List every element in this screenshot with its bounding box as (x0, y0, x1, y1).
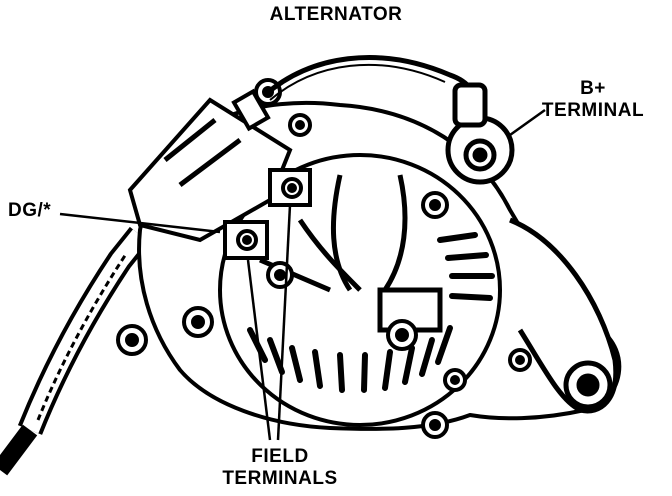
b-plus-label-line1: B+ (580, 78, 606, 99)
field-label-line1: FIELD (251, 446, 309, 467)
b-plus-label-line2: TERMINAL (541, 100, 645, 121)
dg-label: DG/* (8, 200, 52, 221)
field-leader-1 (246, 259, 272, 441)
field-leader-2 (276, 204, 292, 441)
field-label-line2: TERMINALS (222, 468, 338, 489)
field-terminals (223, 168, 312, 260)
rotor-spokes (259, 174, 443, 333)
field-terminals-label: FIELD TERMINALS (210, 446, 350, 490)
cooling-fins (247, 232, 495, 393)
diagram-title: ALTERNATOR (269, 4, 403, 25)
b-plus-leader (509, 108, 546, 137)
mounting-ear (509, 217, 619, 414)
wiring-harness (0, 226, 151, 476)
b-plus-terminal (263, 55, 515, 185)
leader-lines (59, 108, 546, 441)
dg-leader (59, 212, 221, 234)
mounting-bolts (116, 78, 532, 439)
